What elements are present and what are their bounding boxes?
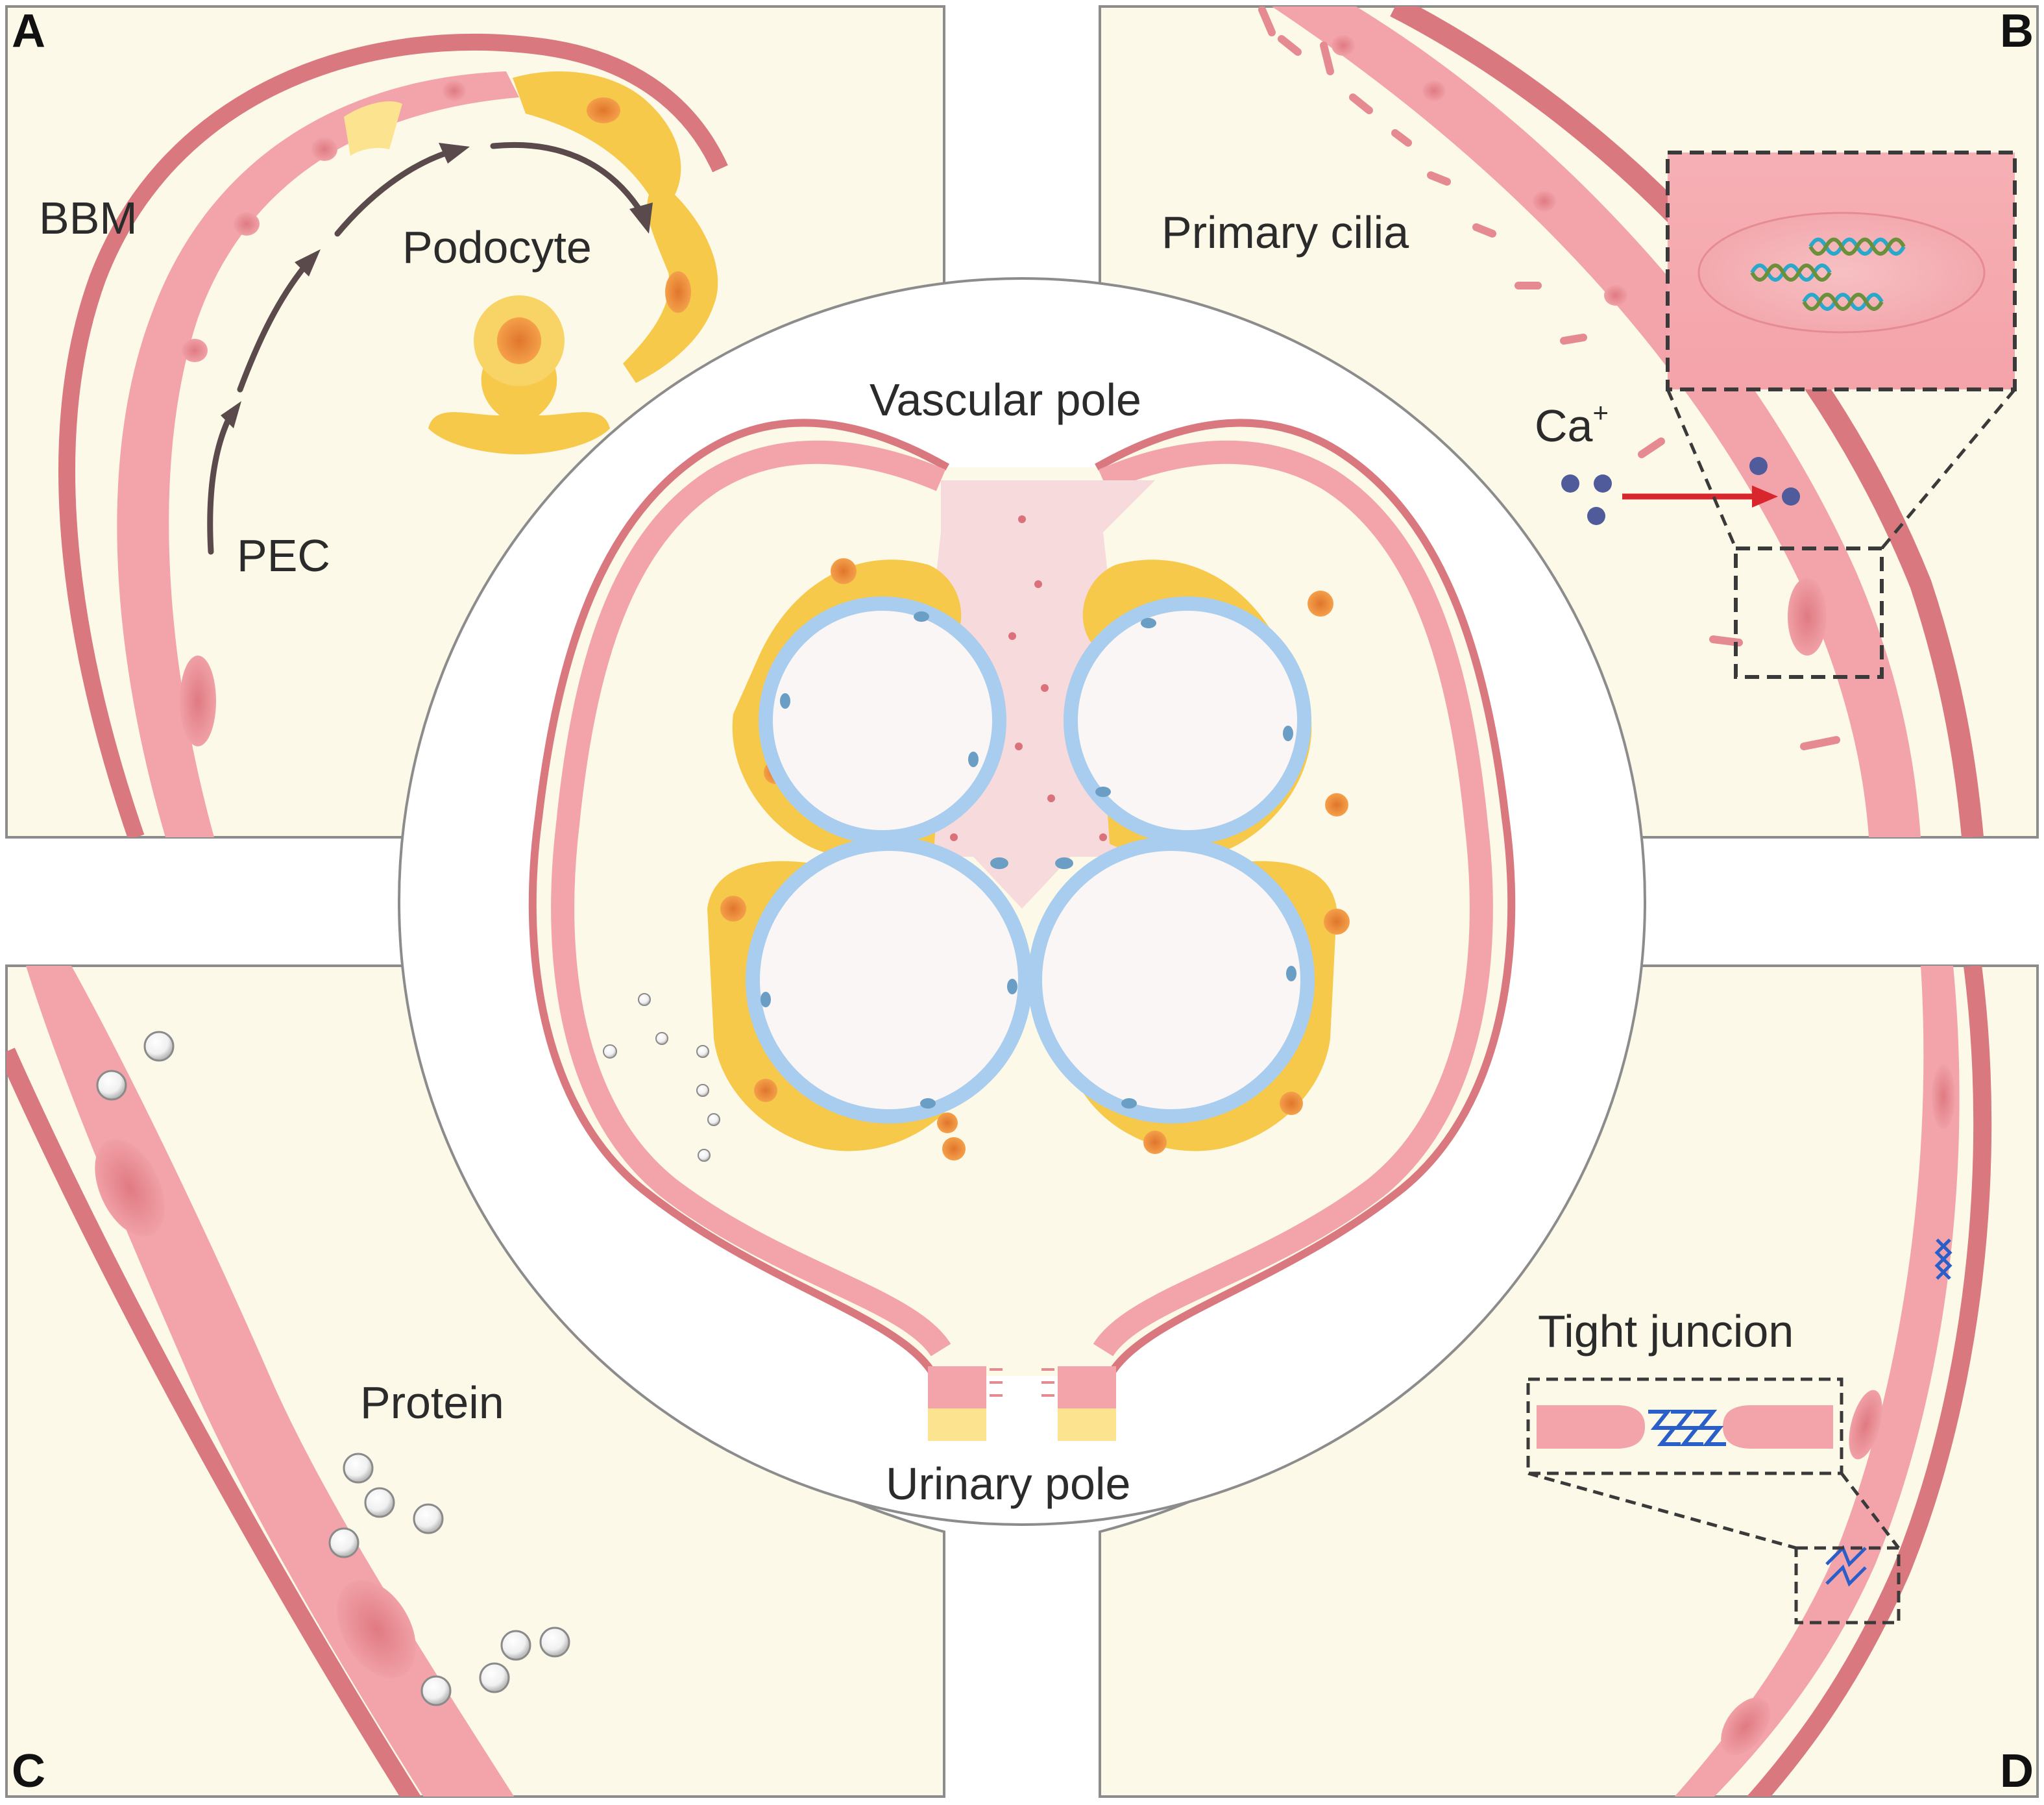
pec-cell-layer-a — [117, 71, 519, 837]
pec-nucleus — [1849, 1390, 1882, 1460]
pec-nucleus — [1721, 1697, 1770, 1756]
pec-nucleus — [95, 1138, 165, 1237]
endothelial-nuclei — [760, 611, 1296, 1109]
urinary-pole-label: Urinary pole — [886, 1458, 1130, 1509]
bowman-basement-membrane-b — [1390, 6, 1984, 837]
podocyte-nucleus — [665, 271, 691, 313]
capillary-loops — [746, 596, 1315, 1124]
junction-source-box — [1794, 1546, 1901, 1625]
protein-label: Protein — [360, 1377, 504, 1428]
glomerulus-center: Vascular pole Urinary pole — [398, 277, 1646, 1526]
primary-cilia-label: Primary cilia — [1162, 207, 1409, 258]
calcium-label: Ca+ — [1535, 397, 1609, 451]
zoom-source-box — [1734, 546, 1884, 679]
capillary-loop — [759, 596, 1006, 844]
pec-nucleus — [1932, 1064, 1955, 1129]
panel-letter-c: C — [12, 1745, 45, 1797]
differentiation-arrow — [207, 141, 646, 555]
bowman-basement-membrane-c — [6, 1048, 423, 1797]
capillary-loop — [746, 837, 1032, 1124]
urinary-pole-tubule — [928, 1366, 1116, 1441]
tight-junction-inset — [1526, 1377, 1843, 1475]
nucleus-zoom-inset — [1666, 151, 2017, 391]
podocyte-migrating — [513, 71, 718, 383]
mesangial-nuclei — [950, 515, 1107, 841]
panel-a: BBM Podocyte PEC A — [5, 5, 945, 839]
protein-particles — [96, 1031, 570, 1706]
vascular-pole-label: Vascular pole — [870, 375, 1141, 425]
panel-letter-d: D — [2000, 1745, 2034, 1797]
pec-cell-layer-d — [1668, 966, 1960, 1797]
pec-nucleus — [1788, 578, 1827, 656]
bowman-basement-membrane — [528, 419, 1516, 1378]
pec-nucleus — [311, 138, 337, 161]
pec-label: PEC — [237, 530, 330, 581]
pec-nucleus — [443, 80, 466, 101]
pec-nucleus — [1533, 191, 1556, 212]
tight-junction-icon — [1825, 1238, 1953, 1587]
podocyte-cell — [428, 295, 610, 454]
panel-b: Primary cilia Ca+ B — [1099, 5, 2039, 839]
junction-connector-lines — [1527, 1471, 1900, 1550]
pec-nucleus — [1604, 285, 1627, 306]
parietal-epithelium — [551, 440, 1493, 1357]
bowman-basement-membrane-d — [1745, 966, 1992, 1797]
bowman-basement-membrane-a — [58, 33, 728, 837]
pec-nucleus — [337, 1580, 416, 1678]
panel-letter-b: B — [2000, 5, 2034, 57]
pec-nucleus — [234, 212, 260, 236]
capillary-loop — [1028, 837, 1315, 1124]
bbm-label: BBM — [39, 193, 138, 243]
capillary-loop — [1064, 596, 1311, 844]
podocyte-nucleus — [587, 97, 620, 123]
pec-nucleus — [1332, 35, 1355, 56]
calcium-ions — [1561, 457, 1800, 525]
calcium-influx-arrow — [1622, 485, 1778, 508]
center-protein-particles — [603, 993, 720, 1162]
pec-nucleus — [182, 339, 208, 362]
transitional-cell — [344, 101, 402, 156]
tight-junction-label: Tight juncion — [1538, 1306, 1794, 1357]
panel-c: Protein C — [5, 964, 945, 1798]
podocyte-label: Podocyte — [402, 222, 592, 273]
pec-nucleus — [1422, 80, 1446, 101]
zoom-connector-lines — [1666, 388, 2016, 550]
dna-helix-icon — [1750, 238, 1906, 311]
panel-letter-a: A — [12, 5, 45, 57]
arrowheads — [221, 143, 653, 428]
pec-nucleus — [180, 656, 216, 746]
